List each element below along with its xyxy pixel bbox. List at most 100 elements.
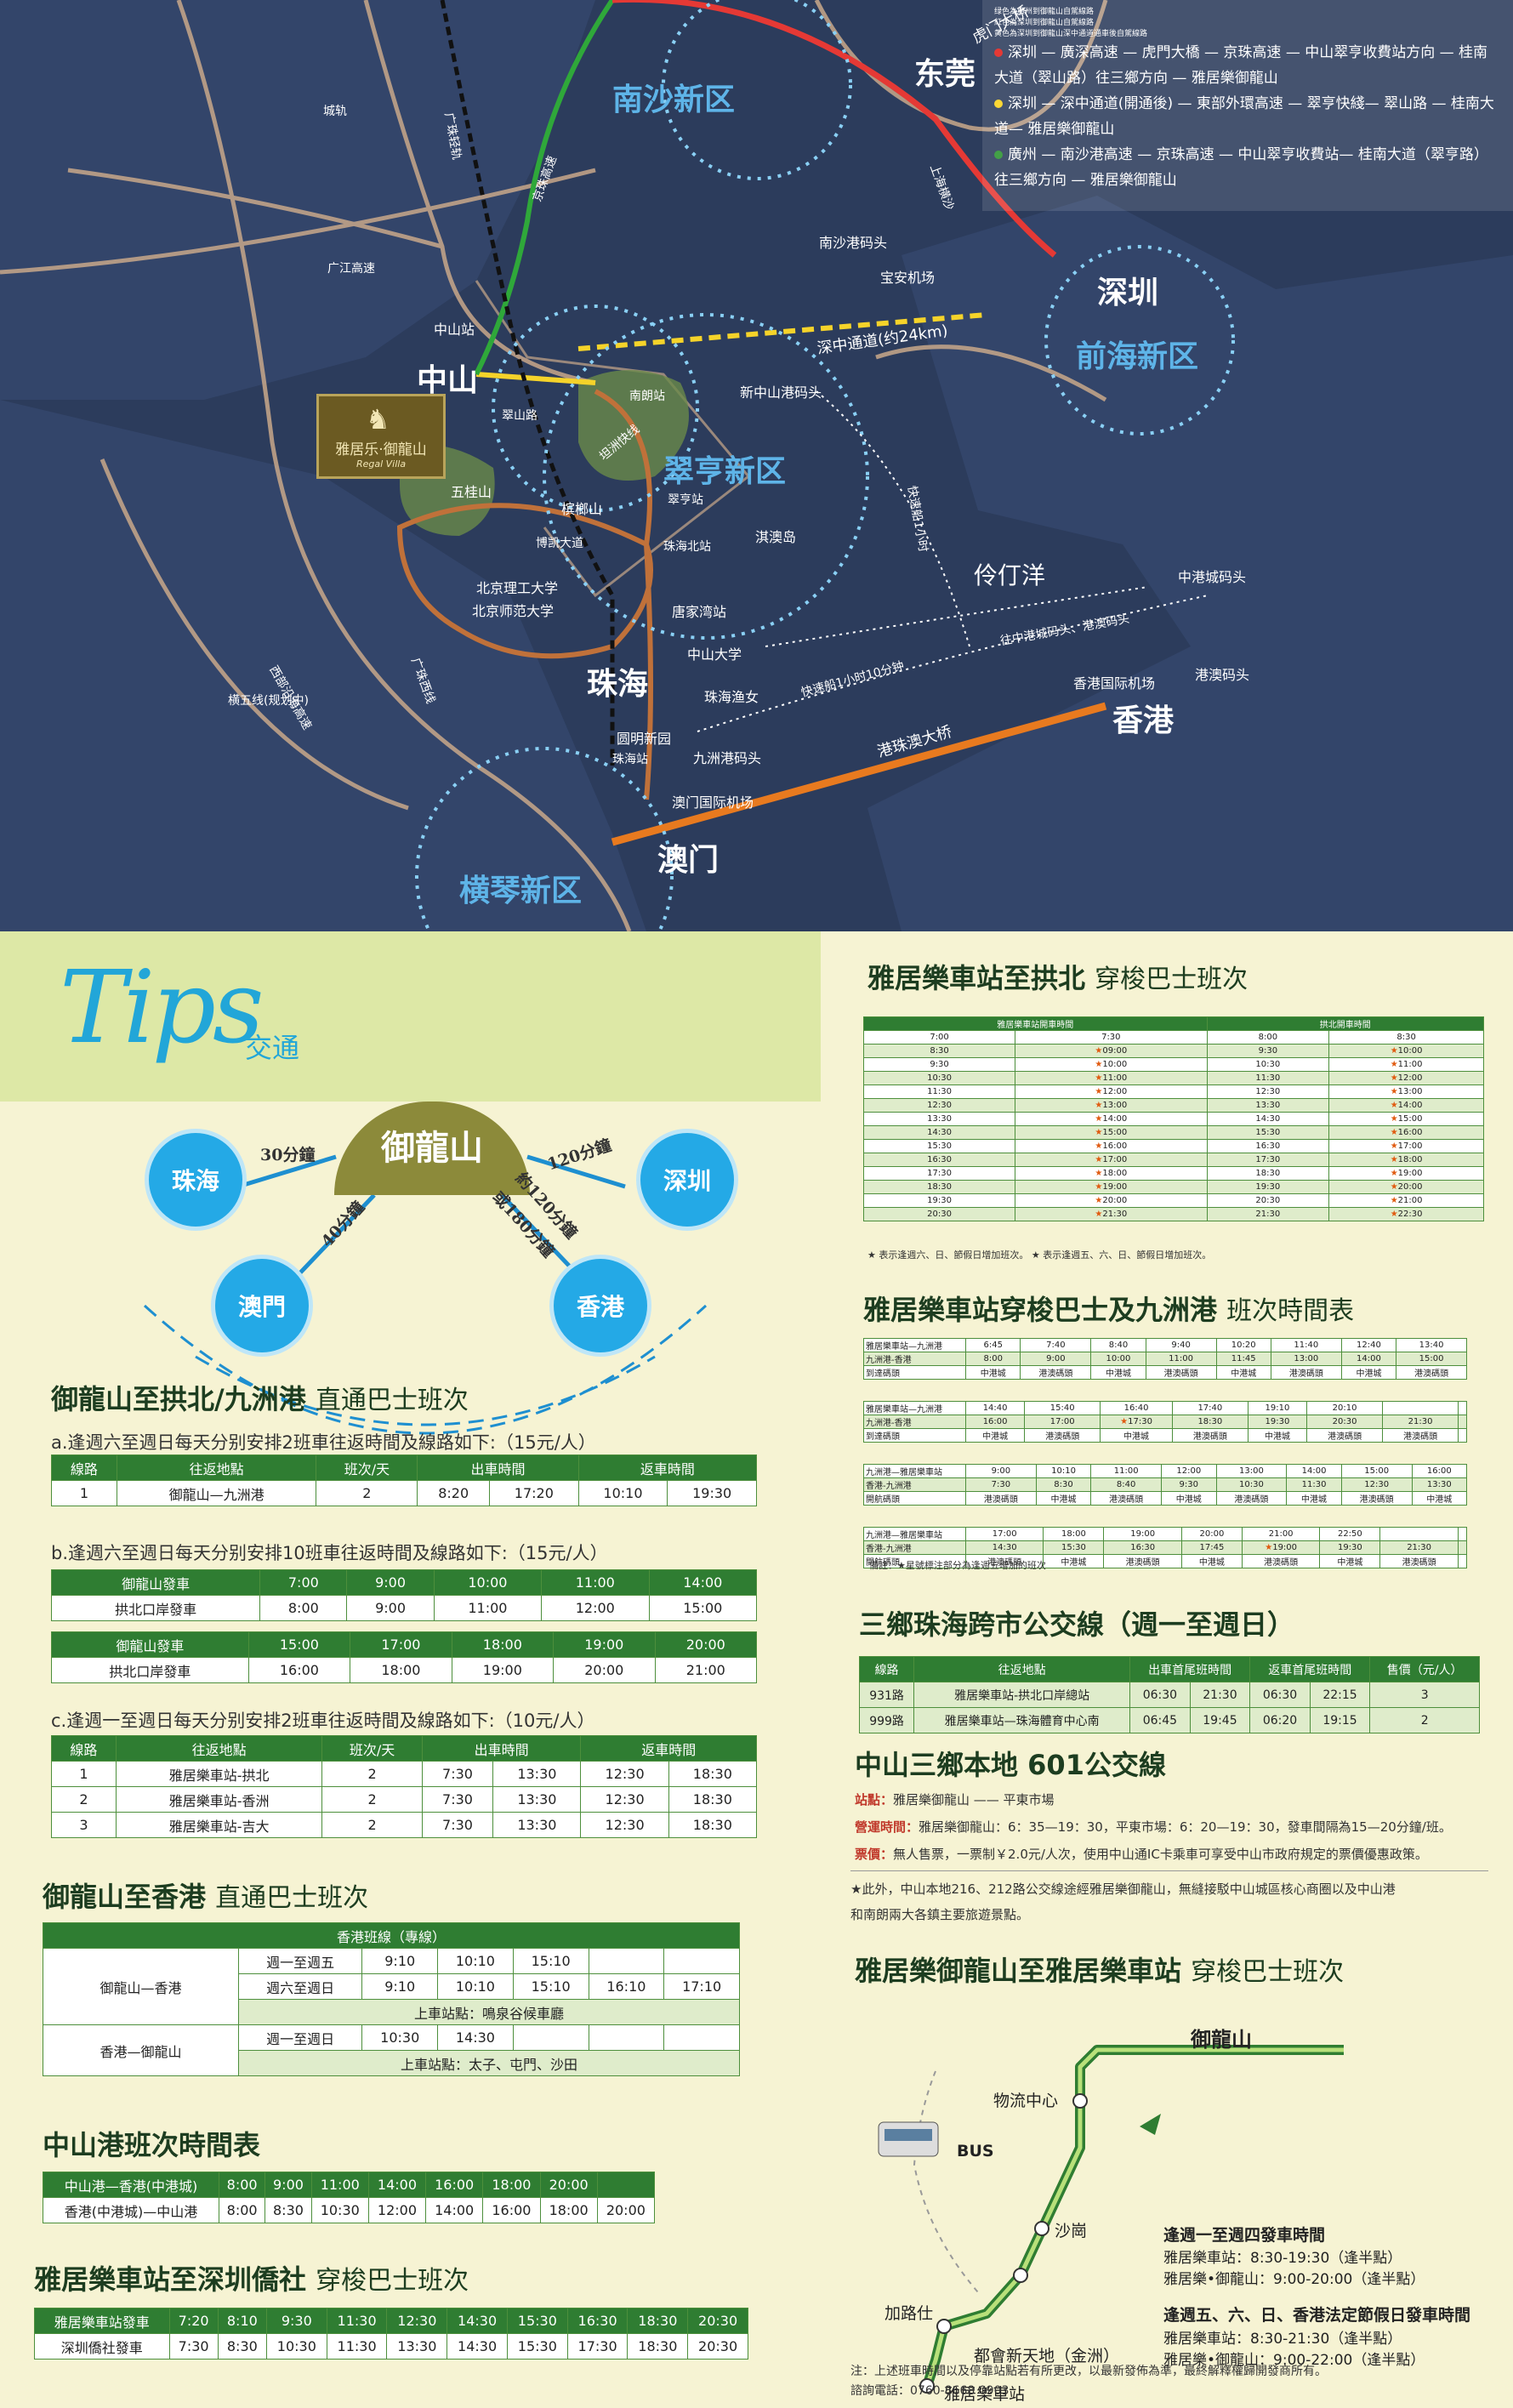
- stop-agile-station: 雅居樂車站: [944, 2385, 1026, 2404]
- legend-small-line: 紅色為深圳到御龍山自駕線路: [994, 19, 1095, 27]
- legend-green: 廣州 — 南沙港高速 — 京珠高速 — 中山翠亨收費站— 桂南大道（翠亨路）往三…: [994, 146, 1488, 189]
- road-label: 城轨: [323, 105, 347, 118]
- s8-line3: 票價：無人售票，一票制￥2.0元/人次，使用中山通IC卡乘車可享受中山市政府規定…: [855, 1847, 1428, 1862]
- s6-cell: 12:40: [1340, 1338, 1397, 1352]
- s6-cell: 8:30: [1035, 1477, 1092, 1492]
- s6-cell: [1457, 1527, 1468, 1541]
- s5-cell: 14:30: [862, 1125, 1016, 1140]
- s6-cell: 港澳碼頭: [1103, 1554, 1182, 1568]
- map-place: 新中山港码头: [740, 384, 822, 401]
- bus-label: BUS: [957, 2142, 994, 2160]
- s5-cell: ★10:00: [1328, 1044, 1484, 1058]
- s5-cell: ★18:00: [1328, 1153, 1484, 1167]
- s6-cell: 14:00: [1340, 1352, 1397, 1366]
- bubble-hongkong: 香港: [549, 1255, 651, 1357]
- shuttle-route-map: [878, 2045, 1344, 2394]
- s6-cell: 20:30: [1306, 1415, 1384, 1429]
- s8-line5: 和南朗兩大各鎮主要旅遊景點。: [850, 1907, 1030, 1922]
- city-hongkong: 香港: [1112, 703, 1175, 738]
- s6-cell: 港澳碼頭: [1382, 1428, 1459, 1443]
- green-route: [474, 0, 615, 376]
- unicorn-logo-icon: ♞: [366, 403, 390, 435]
- s6-cell: 中港城: [1247, 1428, 1308, 1443]
- s5-cell: 17:30: [1206, 1153, 1330, 1167]
- s6-cell: 9:30: [1161, 1477, 1217, 1492]
- s6-cell: 中港城: [1286, 1491, 1342, 1506]
- s5-title: 雅居樂車站至拱北 穿梭巴士班次: [867, 962, 1249, 994]
- s6-cell: 6:45: [964, 1338, 1021, 1352]
- stop-metro-plaza: 都會新天地（金洲）: [974, 2347, 1120, 2365]
- s6-note: 備註：★星號標注部分為逢週五增加的班次: [869, 1560, 1046, 1571]
- bubble-zhuhai: 珠海: [145, 1129, 247, 1231]
- s6-cell: 10:30: [1215, 1477, 1288, 1492]
- footnote: 注：上述班車時間以及停靠站點若有所更改，以最新發佈為準，最終解釋權歸開發商所有。: [850, 2365, 1327, 2378]
- s5-cell: 13:30: [1206, 1098, 1330, 1113]
- s6-cell: 中港城: [1043, 1554, 1105, 1568]
- tips-title: Tips: [60, 948, 264, 1066]
- s6-cell: 17:45: [1180, 1540, 1243, 1555]
- legend-yellow: 深圳 — 深中通道(開通後) — 東部外環高速 — 翠亨快綫— 翠山路 — 桂南…: [994, 95, 1494, 138]
- s6-cell: 11:40: [1270, 1338, 1342, 1352]
- s5-cell: 8:30: [862, 1044, 1016, 1058]
- legend-red: 深圳 — 廣深高速 — 虎門大橋 — 京珠高速 — 中山翠亨收費站方向 — 桂南…: [994, 44, 1488, 87]
- map-place: 中山站: [434, 322, 475, 338]
- s5-cell: 16:30: [1206, 1139, 1330, 1153]
- s6-row: 到達碼頭中港城港澳碼頭中港城港澳碼頭中港城港澳碼頭中港城港澳碼頭: [863, 1365, 1467, 1380]
- s5-cell: 11:30: [1206, 1071, 1330, 1085]
- s5-cell: ★16:00: [1015, 1139, 1208, 1153]
- map-place: 槟榔山: [561, 501, 603, 517]
- s5-cell: 17:30: [862, 1166, 1016, 1181]
- weekend-line1: 雅居樂車站：8:30-21:30（逢半點）: [1163, 2331, 1402, 2348]
- map-place: 宝安机场: [880, 270, 936, 286]
- s6-cell: 8:40: [1090, 1477, 1163, 1492]
- road-label: 横五线(规划中): [228, 694, 309, 708]
- s6-cell: 18:00: [1043, 1527, 1105, 1541]
- map-place: 北京师范大学: [472, 603, 555, 619]
- s6-cell: 7:40: [1020, 1338, 1092, 1352]
- s5-cell: 19:30: [862, 1193, 1016, 1208]
- s5-cell: 9:30: [1206, 1044, 1330, 1058]
- divider: [850, 1870, 1488, 1871]
- s9-title: 雅居樂御龍山至雅居樂車站 穿梭巴士班次: [855, 1955, 1345, 1987]
- s6-cell: 中港城: [964, 1365, 1021, 1380]
- s6-cell: 中港城: [1411, 1491, 1468, 1506]
- s5-cell: 21:30: [1206, 1207, 1330, 1221]
- stop-jialushi: 加路仕: [884, 2304, 934, 2323]
- s6-cell: [1458, 1415, 1467, 1429]
- s6-cell: 20:10: [1306, 1401, 1384, 1415]
- s6-cell: 港澳碼頭: [1024, 1428, 1101, 1443]
- s6-row: 開航碼頭港澳碼頭中港城港澳碼頭中港城港澳碼頭中港城港澳碼頭: [863, 1554, 1468, 1568]
- s6-cell: 11:30: [1286, 1477, 1342, 1492]
- s5-cell: 19:30: [1206, 1180, 1330, 1194]
- s5-cell: 8:00: [1206, 1030, 1330, 1045]
- s5-cell: ★21:30: [1015, 1207, 1208, 1221]
- s6-cell: 港澳碼頭: [1379, 1554, 1459, 1568]
- map-place: 中港城码头: [1178, 569, 1247, 585]
- s6-cell: 開航碼頭: [863, 1491, 966, 1506]
- s6-cell: [1457, 1540, 1468, 1555]
- s6-cell: 10:10: [1035, 1464, 1092, 1478]
- s6-cell: 10:00: [1090, 1352, 1146, 1366]
- s5-cell: ★18:00: [1015, 1166, 1208, 1181]
- map-place: 中山大学: [687, 646, 742, 663]
- map-place: 圆明新园: [617, 731, 672, 747]
- s6-cell: 13:00: [1215, 1464, 1288, 1478]
- s6-cell: 18:30: [1171, 1415, 1249, 1429]
- s6-cell: 九洲港-香港: [863, 1352, 966, 1366]
- s8-line2: 營運時間：雅居樂御龍山：6：35—19：30，平東市場：6：20—19：30，發…: [855, 1819, 1452, 1835]
- s6-cell: [1457, 1554, 1468, 1568]
- s5-cell: ★15:00: [1328, 1112, 1484, 1126]
- map-place: 淇澳岛: [755, 529, 797, 545]
- s6-cell: 20:00: [1180, 1527, 1243, 1541]
- s5-cell: 20:30: [862, 1207, 1016, 1221]
- weekend-title: 逢週五、六、日、香港法定節假日發車時間: [1163, 2306, 1471, 2325]
- s6-cell: 香港-九洲港: [863, 1540, 966, 1555]
- s5-cell: 20:30: [1206, 1193, 1330, 1208]
- s6-cell: 開航碼頭: [863, 1554, 966, 1568]
